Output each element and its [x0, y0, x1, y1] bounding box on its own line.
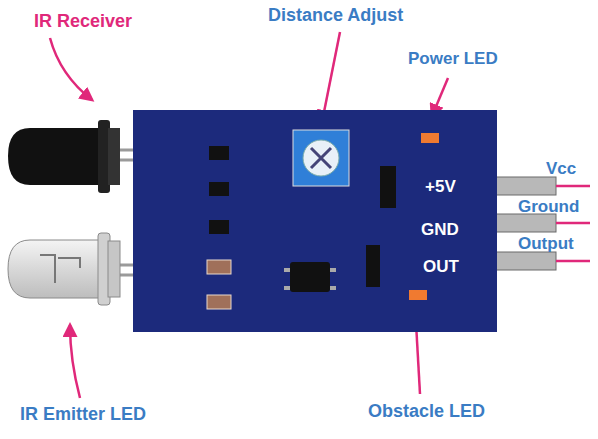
part-name: Power LED — [408, 50, 498, 69]
pin-name: Ground — [518, 198, 579, 217]
pin-name: Vcc — [546, 160, 576, 179]
pin-label: +5V — [425, 178, 456, 197]
circuit-board: +5V GND OUT — [133, 110, 497, 332]
ir-receiver-led — [8, 120, 120, 193]
part-name: IR Receiver — [34, 12, 132, 32]
pin-label: OUT — [423, 258, 459, 277]
part-name: Distance Adjust — [268, 6, 403, 26]
pin-label: GND — [421, 221, 459, 240]
part-name: IR Emitter LED — [20, 405, 146, 425]
part-name: Obstacle LED — [368, 402, 485, 422]
pin-name: Output — [518, 235, 574, 254]
leader-arrows — [50, 32, 590, 398]
ir-emitter-led — [8, 233, 120, 305]
